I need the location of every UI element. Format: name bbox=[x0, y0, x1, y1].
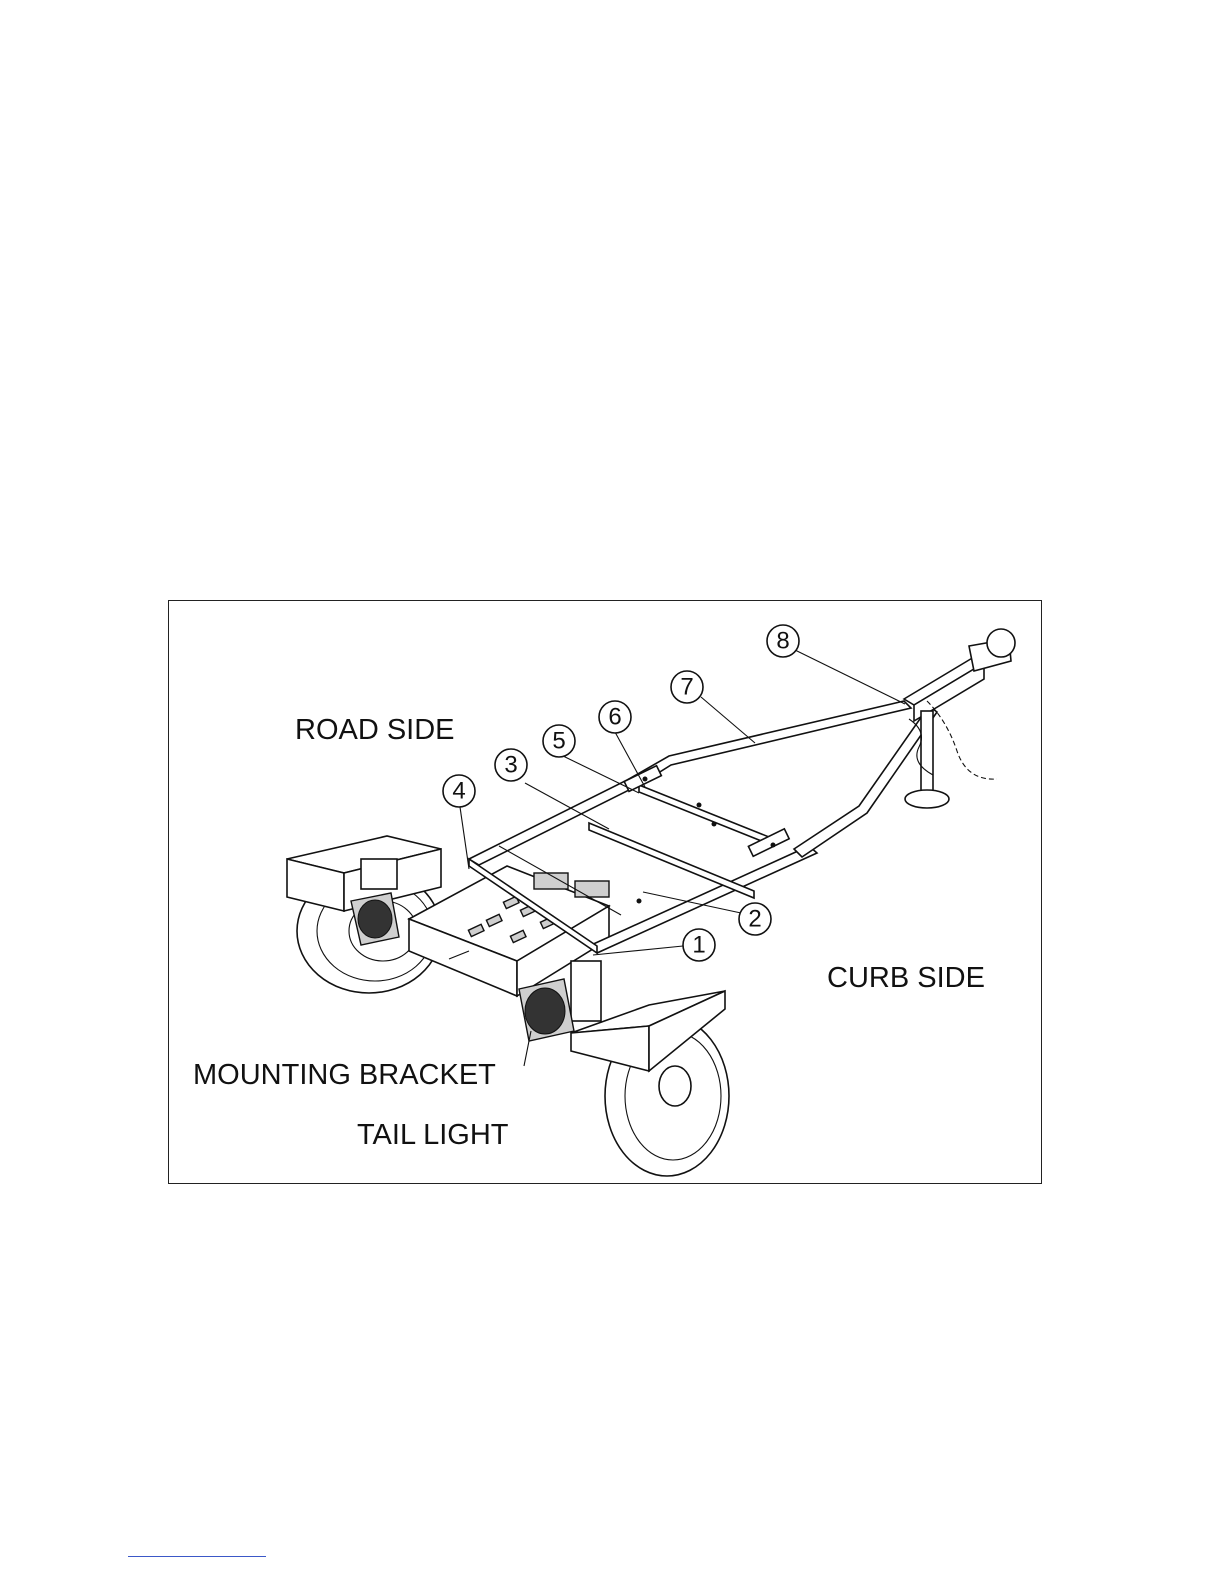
callout-3-label: 3 bbox=[504, 752, 517, 779]
mounting-bracket-label: MOUNTING BRACKET bbox=[193, 1059, 496, 1091]
trailer-diagram: 1 2 3 4 5 6 7 8 ROAD SID bbox=[169, 601, 1043, 1185]
tail-light-label: TAIL LIGHT bbox=[357, 1119, 509, 1151]
curb-side-label: CURB SIDE bbox=[827, 962, 985, 994]
road-side-label: ROAD SIDE bbox=[295, 714, 455, 746]
callout-4: 4 bbox=[443, 775, 475, 807]
callout-3: 3 bbox=[495, 749, 527, 781]
callout-6: 6 bbox=[599, 701, 631, 733]
callout-5-label: 5 bbox=[552, 728, 565, 755]
tongue-jack bbox=[905, 711, 949, 808]
callout-4-label: 4 bbox=[452, 778, 465, 805]
callout-6-label: 6 bbox=[608, 704, 621, 731]
curb-side-tail-light bbox=[519, 979, 574, 1041]
callout-1: 1 bbox=[683, 929, 715, 961]
callout-7: 7 bbox=[671, 671, 703, 703]
callout-5: 5 bbox=[543, 725, 575, 757]
callout-7-label: 7 bbox=[680, 674, 693, 701]
footer-rule bbox=[128, 1556, 266, 1557]
trailer-diagram-frame: 1 2 3 4 5 6 7 8 ROAD SID bbox=[168, 600, 1042, 1184]
callout-8: 8 bbox=[767, 625, 799, 657]
callout-1-label: 1 bbox=[692, 932, 705, 959]
callout-2: 2 bbox=[739, 903, 771, 935]
callout-8-label: 8 bbox=[776, 628, 789, 655]
callout-2-label: 2 bbox=[748, 906, 761, 933]
trailer-tongue-coupler bbox=[904, 629, 1015, 721]
